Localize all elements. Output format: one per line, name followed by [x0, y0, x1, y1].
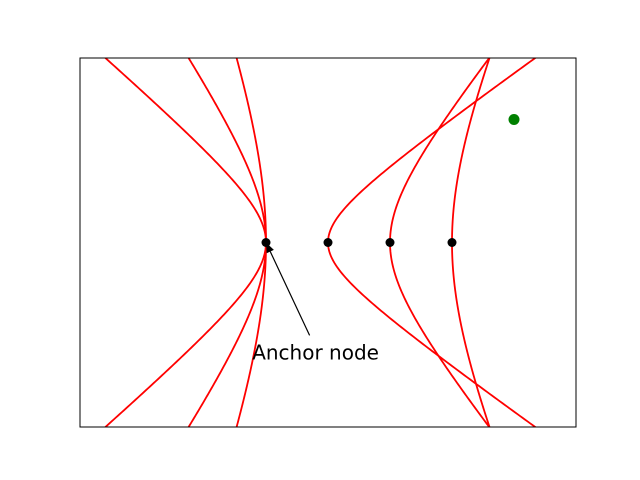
highlight-point	[508, 114, 520, 125]
node-point-3	[385, 238, 395, 247]
annotation-label: Anchor node	[252, 340, 379, 364]
node-point-4	[447, 238, 457, 247]
annotation-layer: Anchor node	[252, 242, 379, 364]
node-point-2	[323, 238, 333, 247]
annotation-arrow-head	[266, 242, 274, 254]
annotation-arrow-line	[269, 251, 311, 336]
plot-frame	[79, 57, 577, 428]
